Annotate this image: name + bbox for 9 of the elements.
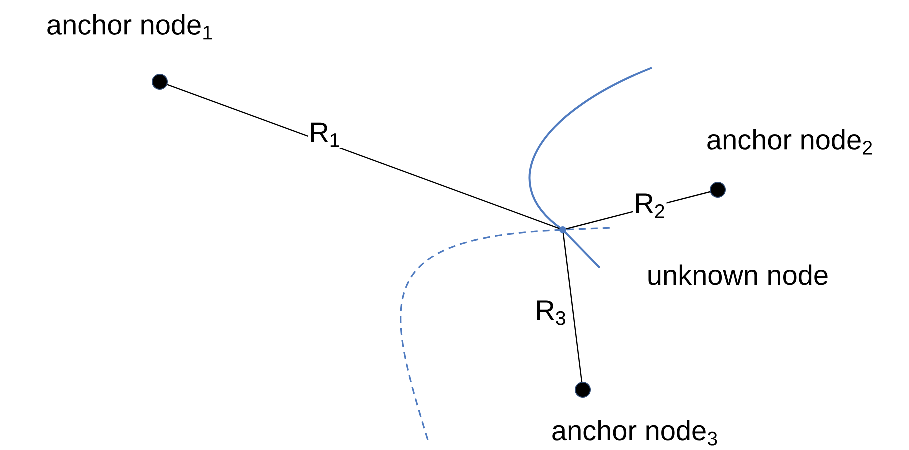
node-label: unknown node (648, 264, 828, 286)
node-label: anchor node$_{3}$ (552, 420, 718, 446)
edge-label: R$_{1}$ (308, 122, 342, 148)
connector-line (167, 84, 560, 230)
node-label: anchor node$_{1}$ (48, 14, 212, 40)
node-label: anchor node$_{2}$ (708, 129, 872, 155)
connector-line (562, 233, 583, 382)
edge-label: R$_{2}$ (633, 192, 667, 220)
edge-label: R$_{3}$ (534, 300, 568, 326)
